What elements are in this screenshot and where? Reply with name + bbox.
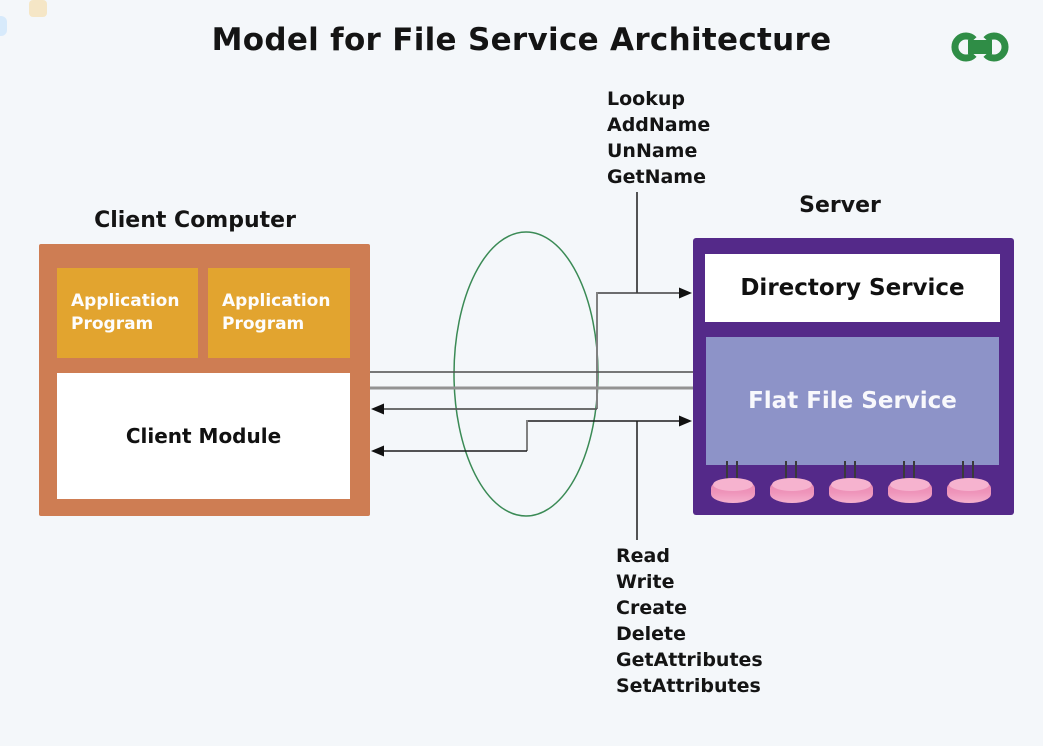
storage-disk [946,461,992,513]
application-program-label: Application Program [71,291,180,334]
directory-op: AddName [607,114,711,136]
application-program-box: Application Program [208,268,350,358]
client-computer-box: Application Program Application Program … [39,244,370,516]
disk-array [710,461,992,513]
disk-connector-pin [913,461,915,481]
flat-file-service-label: Flat File Service [748,388,957,414]
logo-left-ring [951,32,977,62]
client-module-box: Client Module [57,373,350,499]
application-program-box: Application Program [57,268,198,358]
logo-right-ring [983,32,1009,62]
corner-artifact [29,0,47,17]
file-operations-list: Read Write Create Delete GetAttributes S… [616,543,763,699]
directory-service-box: Directory Service [705,254,1000,322]
disk-connector-pin [962,461,964,481]
storage-disk [887,461,933,513]
file-op: Delete [616,623,687,645]
directory-op: GetName [607,166,706,188]
directory-operations-list: Lookup AddName UnName GetName [607,86,710,190]
server-label: Server [799,193,881,218]
disk-cylinder-icon [888,478,932,503]
disk-connector-pin [903,461,905,481]
storage-disk [769,461,815,513]
disk-connector-pin [972,461,974,481]
file-op: SetAttributes [616,675,761,697]
storage-disk [710,461,756,513]
client-module-label: Client Module [125,424,282,448]
file-op: Write [616,571,675,593]
disk-cylinder-icon [829,478,873,503]
disk-connector-pin [785,461,787,481]
disk-connector-pin [854,461,856,481]
disk-connector-pin [795,461,797,481]
disk-connector-pin [844,461,846,481]
network-ellipse [453,231,599,517]
server-box: Directory Service Flat File Service [693,238,1014,515]
file-reply-arrowhead [371,445,384,457]
directory-op: UnName [607,140,698,162]
file-op: Read [616,545,670,567]
disk-connector-pin [736,461,738,481]
flat-file-service-box: Flat File Service [706,337,999,465]
client-computer-label: Client Computer [94,208,296,233]
disk-connector-pin [726,461,728,481]
file-op: GetAttributes [616,649,763,671]
directory-service-label: Directory Service [740,275,965,301]
page-title: Model for File Service Architecture [211,22,832,58]
directory-reply-arrowhead [371,403,384,415]
geeksforgeeks-logo-icon [951,32,1009,62]
disk-cylinder-icon [770,478,814,503]
corner-artifact [0,16,7,36]
directory-request-arrowhead [679,287,692,299]
application-program-label: Application Program [222,291,331,334]
directory-op: Lookup [607,88,685,110]
disk-cylinder-icon [711,478,755,503]
storage-disk [828,461,874,513]
file-request-arrowhead [679,415,692,427]
disk-cylinder-icon [947,478,991,503]
file-op: Create [616,597,687,619]
